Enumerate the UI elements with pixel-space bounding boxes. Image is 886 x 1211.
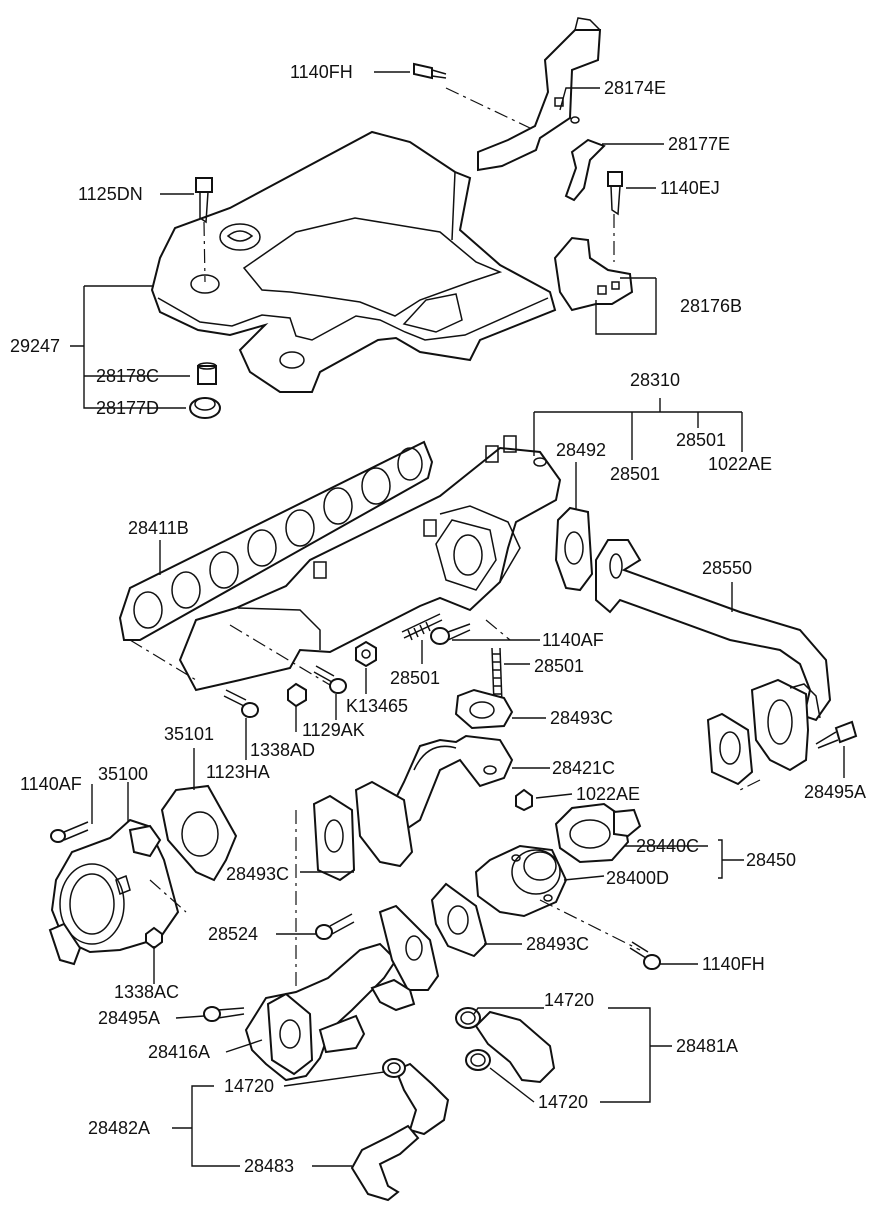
bracket-28174e [477,17,602,172]
label-28177e: 28177E [668,134,731,154]
label-28495a-right: 28495A [804,782,867,802]
label-28481a: 28481A [676,1036,739,1056]
nut-1338ad [287,682,307,708]
bolt-1129ak [313,665,347,694]
label-1140af-left: 1140AF [20,774,82,794]
label-28493c-a: 28493C [550,708,614,728]
label-14720-b: 14720 [224,1076,275,1096]
label-28440c: 28440C [636,836,700,856]
gasket-28495a-right [706,712,754,786]
gasket-28493c-b [312,794,356,882]
clamp-14720-c [465,1049,491,1071]
clamp-14720-b [382,1058,406,1078]
label-28482a: 28482A [88,1118,151,1138]
bolt-1140fh-bottom [629,941,661,970]
label-28421c: 28421C [552,758,616,778]
label-28416a: 28416A [148,1042,211,1062]
label-1338ac: 1338AC [114,982,180,1002]
engine-cover [150,130,557,393]
stud-28501-left [401,613,443,641]
label-35101: 35101 [164,724,215,744]
gasket-35101 [160,784,238,882]
label-1125dn: 1125DN [78,184,143,204]
pipe-28421c [354,734,514,868]
label-1129ak: 1129AK [302,720,365,740]
hose-28483 [350,1124,420,1202]
bushing-28178c [197,362,217,385]
label-28174e: 28174E [604,78,667,98]
label-1140ej: 1140EJ [660,178,720,198]
nut-1022ae-mid [515,788,533,812]
egr-valve-28440c [554,802,642,864]
label-1123ha: 1123HA [206,762,270,782]
label-28524: 28524 [208,924,259,944]
bolt-28524 [315,913,355,940]
hose-28481a [474,1010,556,1084]
label-28550: 28550 [702,558,753,578]
label-28495a-left: 28495A [98,1008,161,1028]
label-28501-c: 28501 [390,668,441,688]
label-28178c: 28178C [96,366,160,386]
label-28450: 28450 [746,850,797,870]
grommet-28177d [189,397,221,419]
bolt-1140ej [607,171,623,216]
gasket-28492 [554,506,594,592]
bolt-1125dn [195,177,213,224]
label-28411b: 28411B [128,518,189,538]
throttle-body-35100 [48,818,180,966]
label-28501-a: 28501 [676,430,727,450]
egr-pipe-28550 [595,539,832,772]
label-k13465: K13465 [346,696,409,716]
label-1338ad: 1338AD [250,740,316,760]
bolt-28495a-right [815,720,858,749]
intake-manifold-28310 [178,435,562,692]
manifold-gasket-28411b [118,440,434,641]
label-28501-d: 28501 [534,656,585,676]
label-28493c-c: 28493C [526,934,590,954]
label-1140af-mid: 1140AF [542,630,604,650]
label-28176b: 28176B [680,296,743,316]
nut-k13465 [355,640,377,668]
gasket-28493c-c [430,882,488,958]
egr-valve-body-28400d [474,844,568,918]
bolt-1140fh-top [413,62,447,80]
label-14720-a: 14720 [544,990,595,1010]
label-1140fh-bottom: 1140FH [702,954,765,974]
label-28492: 28492 [556,440,607,460]
nut-1338ac [145,926,163,950]
label-28493c-b: 28493C [226,864,290,884]
label-14720-c: 14720 [538,1092,589,1112]
gasket-28493c-a [454,688,514,730]
bolt-1123ha [223,689,259,718]
hose-28482a [394,1062,450,1136]
label-28177d: 28177D [96,398,160,418]
bracket-28176b [553,236,634,312]
label-28483: 28483 [244,1156,295,1176]
label-28310: 28310 [630,370,681,390]
bolt-28495a-left [203,1006,245,1022]
label-1022ae-mid: 1022AE [576,784,641,804]
label-1022ae-top: 1022AE [708,454,773,474]
label-28501-b: 28501 [610,464,661,484]
bolt-1140af-left [50,821,89,843]
label-35100: 35100 [98,764,149,784]
clip-28177e [564,138,606,202]
egr-cooler-28416a [244,904,440,1082]
label-29247: 29247 [10,336,61,356]
label-1140fh-top: 1140FH [290,62,353,82]
label-28400d: 28400D [606,868,670,888]
bolt-1140af-mid [430,623,471,645]
